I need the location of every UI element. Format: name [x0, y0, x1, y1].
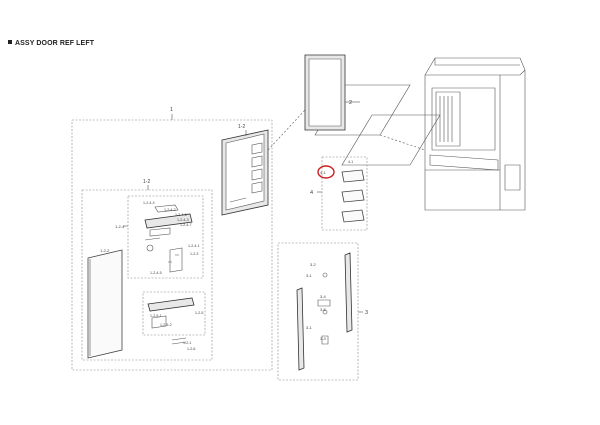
door-bins [341, 169, 365, 223]
refrigerator-cabinet [424, 57, 526, 211]
label-3: 3 [365, 310, 368, 316]
label-1-2-top: 1-2 [238, 124, 245, 130]
part-3-boundary [277, 242, 359, 381]
label-1-2-4-5: 1-2-4-5 [150, 271, 162, 275]
label-1-2-4: 1-2-4 [115, 224, 125, 229]
label-4: 4 [310, 190, 313, 196]
label-1-2-1: 1-2-1 [183, 341, 191, 345]
part-1-2-boundary [81, 189, 213, 361]
part-1-2-4-boundary [127, 195, 204, 279]
label-3-3: 3-3 [320, 336, 327, 341]
label-1-2-4-7: 1-2-4-7 [180, 223, 192, 227]
label-3-1b: 3-1 [306, 325, 313, 330]
label-1-2-4-1: 1-2-4-1 [188, 244, 200, 248]
highlight-circle-4-1 [317, 165, 335, 179]
part-3-hinge-parts [296, 252, 353, 371]
bullet-square [8, 40, 12, 45]
label-2: 2 [349, 100, 352, 106]
label-1-2-4-6: 1-2-4-6 [175, 213, 187, 217]
label-3-5: 3-5 [320, 307, 327, 312]
label-1: 1 [170, 107, 173, 113]
label-1-2: 1-2 [143, 179, 150, 185]
label-3-2: 3-2 [310, 262, 317, 267]
label-1-2-4-3: 1-2-4-3 [177, 218, 189, 222]
label-1-2-5-2: 1-2-5-2 [160, 323, 172, 327]
label-3-1a: 3-1 [306, 273, 313, 278]
label-1-2-6: 1-2-6 [187, 347, 195, 351]
page-title: ASSY DOOR REF LEFT [8, 40, 94, 47]
label-1-2-4-4: 1-2-4-4 [143, 201, 155, 205]
dispenser-components [144, 204, 193, 273]
part-4-boundary [321, 156, 368, 231]
label-3-4: 3-4 [320, 294, 327, 299]
label-1-2-2: 1-2-2 [100, 248, 110, 253]
handle-bracket [147, 297, 195, 329]
label-1-2-5: 1-2-5 [195, 311, 203, 315]
label-1-2-5-1: 1-2-5-1 [150, 314, 162, 318]
label-1-2-4-2: 1-2-4-2 [164, 208, 176, 212]
part-1-2-door-liner [221, 129, 269, 216]
page-title-text: ASSY DOOR REF LEFT [15, 40, 95, 47]
label-1-2-3: 1-2-3 [190, 252, 198, 256]
part-1-2-2-door-panel [87, 249, 123, 359]
label-4-1-b: 4-1 [348, 160, 353, 164]
label-4-1-highlight: 4-1 [320, 170, 327, 175]
part-2-gasket [304, 54, 360, 131]
